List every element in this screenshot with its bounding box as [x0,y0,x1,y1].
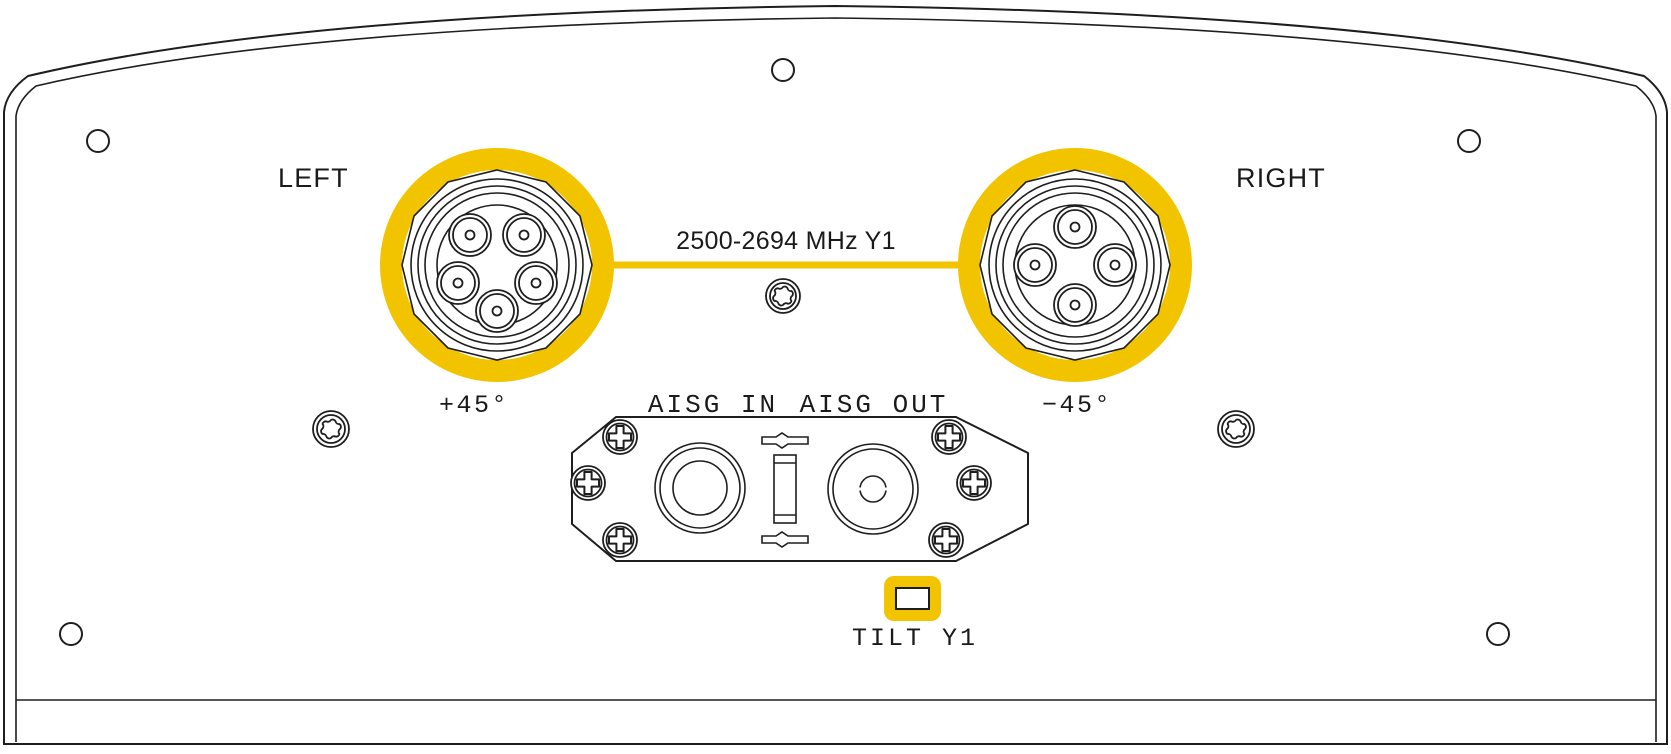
aisg-out-port[interactable] [827,443,919,535]
label-tilt: TILT Y1 [852,624,978,653]
mount-hole-top-center [771,58,795,82]
aisg-nameplate [761,432,809,548]
right-connector-pin-right [1093,243,1137,287]
tilt-indicator[interactable] [884,576,941,621]
panel-outline [3,4,1668,745]
left-connector-pin-3 [436,261,480,305]
mount-hole-top-right [1457,129,1481,153]
left-connector-pin-2 [502,213,546,257]
left-connector-pin-1 [448,213,492,257]
right-connector-pin-left [1013,243,1057,287]
mount-hole-bottom-right [1486,622,1510,646]
torx-screw-right[interactable] [1217,410,1255,448]
aisg-screw-left-middle[interactable] [570,465,606,501]
torx-screw-left[interactable] [312,410,350,448]
label-aisg-out: AISG OUT [800,390,949,420]
right-rf-connector[interactable] [958,148,1192,382]
aisg-panel [570,416,1029,562]
label-right-polarization: −45° [1042,391,1112,420]
right-connector-pin-bottom [1053,283,1097,327]
label-frequency-band: 2500-2694 MHz Y1 [676,227,896,255]
label-left-polarization: +45° [439,391,509,420]
label-aisg-in: AISG IN [648,390,778,420]
aisg-screw-left-top[interactable] [602,419,638,455]
right-connector-pin-top [1053,205,1097,249]
mount-hole-top-left [86,129,110,153]
aisg-screw-right-top[interactable] [931,419,967,455]
aisg-screw-left-bottom[interactable] [602,522,638,558]
left-connector-pin-4 [514,261,558,305]
left-connector-pin-5 [475,289,519,333]
label-left-side: LEFT [278,163,349,193]
aisg-screw-right-middle[interactable] [956,465,992,501]
aisg-in-port[interactable] [654,442,746,534]
aisg-screw-right-bottom[interactable] [928,522,964,558]
mount-hole-bottom-left [59,622,83,646]
label-right-side: RIGHT [1236,163,1326,193]
left-rf-connector[interactable] [380,148,614,382]
torx-screw-center[interactable] [765,278,801,314]
